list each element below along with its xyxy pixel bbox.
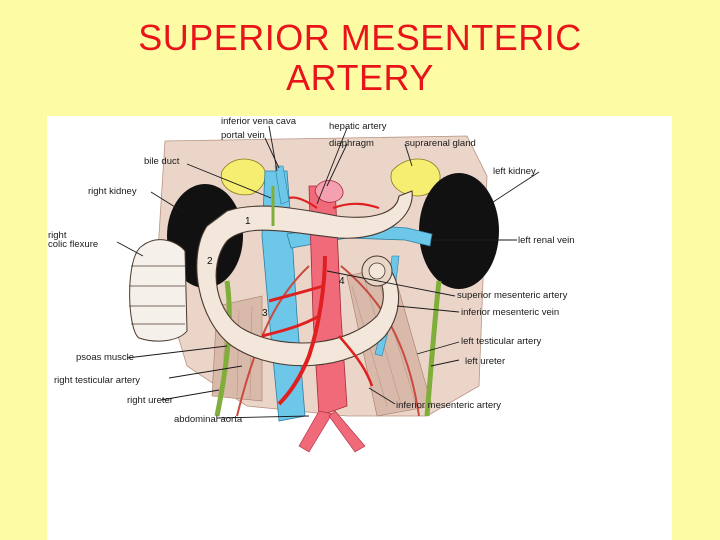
label-diaphragm: diaphragm: [329, 138, 374, 149]
label-right-colic-flexure-line2: colic flexure: [48, 239, 98, 250]
label-abdominal-aorta: abdominal aorta: [174, 414, 243, 425]
inferior-mesenteric-artery-vessel: [338, 335, 374, 387]
duodenum-part-2: 2: [207, 256, 213, 267]
duodenum-part-4: 4: [339, 276, 345, 287]
label-left-kidney: left kidney: [493, 166, 536, 177]
sma-branch-upper: [268, 284, 324, 303]
label-inferior-vena-cava: inferior vena cava: [221, 116, 297, 127]
label-hepatic-artery: hepatic artery: [329, 121, 387, 132]
duodenum: [196, 190, 413, 367]
label-right-ureter: right ureter: [127, 395, 173, 406]
label-right-testicular-artery: right testicular artery: [54, 375, 140, 386]
duodenum-part-3: 3: [262, 308, 268, 319]
right-suprarenal-gland: [220, 158, 266, 196]
iliac-branch-right: [298, 410, 333, 453]
ascending-colon-segment: [129, 239, 188, 342]
sma-branch-lower: [261, 314, 320, 338]
label-right-colic-flexure-line1: right: [48, 230, 67, 241]
duodenojejunal-lumen-inner: [368, 262, 386, 280]
left-kidney-shape: [419, 173, 499, 289]
splenic-artery-vessel: [332, 202, 380, 210]
duodenum-part-1: 1: [245, 216, 251, 227]
label-suprarenal-gland: suprarenal gland: [405, 138, 476, 149]
slide-title: SUPERIOR MESENTERIC ARTERY: [0, 18, 720, 98]
label-portal-vein: portal vein: [221, 130, 265, 141]
anatomy-diagram: 1 2 3 4 inferior vena cava: [48, 116, 575, 453]
hepatic-artery-vessel: [288, 196, 318, 209]
label-psoas-muscle: psoas muscle: [76, 352, 134, 363]
label-left-testicular-artery: left testicular artery: [461, 336, 541, 347]
superior-mesenteric-artery-vessel: [277, 255, 327, 406]
title-line-2: ARTERY: [286, 57, 434, 98]
oesophagus-stump: [314, 180, 344, 203]
label-inferior-mesenteric-vein: inferior mesenteric vein: [461, 307, 559, 318]
label-left-renal-vein: left renal vein: [518, 235, 575, 246]
anatomy-figure-panel: 1 2 3 4 inferior vena cava: [47, 116, 672, 540]
right-testicular-artery-vessel: [236, 265, 310, 417]
label-bile-duct: bile duct: [144, 156, 180, 167]
iliac-branch-left: [328, 410, 366, 453]
label-left-ureter: left ureter: [465, 356, 505, 367]
portal-vein-vessel: [274, 165, 290, 205]
label-inferior-mesenteric-artery: inferior mesenteric artery: [396, 400, 501, 411]
label-superior-mesenteric-artery: superior mesenteric artery: [457, 290, 568, 301]
title-line-1: SUPERIOR MESENTERIC: [138, 17, 582, 58]
label-right-kidney: right kidney: [88, 186, 137, 197]
colon-haustra-lines: [129, 265, 185, 325]
leader-lines: [116, 125, 540, 419]
